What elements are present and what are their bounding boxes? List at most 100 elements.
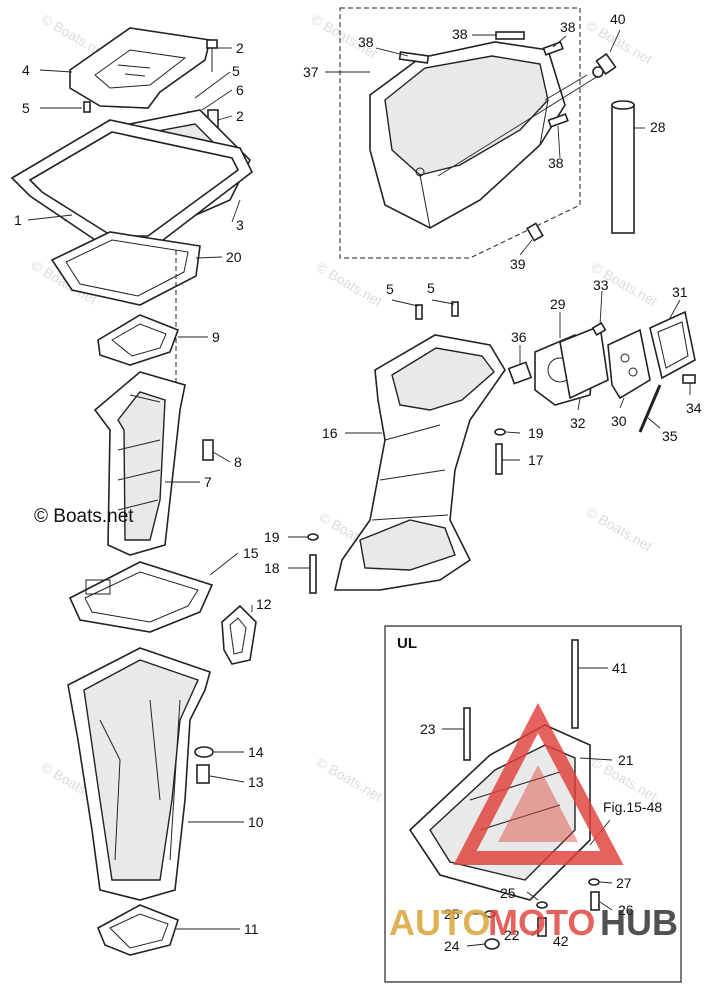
group-37-boundary [339, 7, 581, 259]
leader-lines [27, 29, 691, 947]
part-23-stud [463, 707, 471, 761]
callout: 3 [236, 217, 244, 233]
callout: 15 [243, 545, 259, 561]
callout: 4 [22, 62, 30, 78]
callout: 37 [303, 64, 319, 80]
callout: 5 [22, 100, 30, 116]
part-28-tube [611, 100, 635, 234]
part-38-grommet [495, 31, 525, 40]
callout: 28 [650, 119, 666, 135]
callout: 25 [444, 906, 460, 922]
callout: 7 [204, 474, 212, 490]
callout: 18 [264, 560, 280, 576]
callout: 30 [611, 413, 627, 429]
part-20-gasket [50, 231, 201, 306]
logo-triangle-icon [453, 702, 624, 865]
callout: 26 [618, 902, 634, 918]
callout: 20 [226, 249, 242, 265]
part-31-cover [649, 310, 696, 380]
callout: 19 [264, 529, 280, 545]
part-36-seal [507, 361, 533, 385]
part-8-bolt [202, 439, 214, 461]
part-19-washer [307, 533, 319, 541]
part-33-bolt [591, 321, 607, 337]
callout: 23 [420, 721, 436, 737]
part-5-pin [451, 301, 459, 317]
callout: 17 [528, 452, 544, 468]
callout: 38 [548, 155, 564, 171]
automotohub-logo: AUTO MOTO HUB [389, 702, 678, 943]
part-26-bolt [590, 891, 600, 911]
watermark: © Boats.net [314, 259, 386, 310]
part-38-grommet [542, 41, 564, 56]
part-12-bracket [221, 604, 257, 665]
part-5-pin [83, 101, 91, 113]
logo-text-moto: MOTO [488, 902, 595, 943]
callout: 2 [236, 40, 244, 56]
part-14-washer [194, 746, 214, 758]
callout: 1 [14, 212, 22, 228]
part-18-bolt [309, 554, 317, 594]
callout: 39 [510, 256, 526, 272]
callout: 42 [553, 933, 569, 949]
logo-text-auto: AUTO [389, 902, 490, 943]
part-10-upper-casing [67, 647, 211, 901]
part-25-washer [536, 901, 548, 909]
callout: 10 [248, 814, 264, 830]
callout: 27 [616, 875, 632, 891]
part-9-gasket [97, 314, 180, 366]
watermark: © Boats.net [314, 754, 386, 805]
part-3-seal [10, 119, 254, 251]
callout: 38 [560, 19, 576, 35]
part-37-cowl [369, 41, 566, 229]
callout: 34 [686, 400, 702, 416]
callout: 41 [612, 660, 628, 676]
logo-text-hub: HUB [600, 902, 678, 943]
part-38-grommet [547, 113, 569, 128]
part-16-drive-shaft-housing [333, 334, 506, 591]
inset-label: UL [397, 635, 417, 652]
callout: 2 [236, 108, 244, 124]
callout: 36 [511, 329, 527, 345]
part-17-bolt [495, 443, 503, 475]
part-4-plate [69, 27, 211, 109]
part-35-pipe [638, 384, 662, 433]
part-30-cover [607, 328, 651, 400]
part-38-grommet [398, 51, 430, 64]
callout: 19 [528, 425, 544, 441]
part-5-pin [415, 304, 423, 320]
callout: 25 [500, 885, 516, 901]
callout: 12 [256, 596, 272, 612]
inset-ul-frame [384, 625, 682, 983]
part-11-gasket [96, 904, 179, 956]
callout: 11 [244, 921, 259, 937]
callout: 9 [212, 329, 220, 345]
part-2-bolt [206, 39, 218, 72]
callout: 29 [550, 296, 566, 312]
callout: 16 [322, 425, 338, 441]
callout: 21 [618, 752, 634, 768]
logo-inner-icon [498, 765, 578, 842]
callout: 35 [662, 428, 678, 444]
callout: 8 [234, 454, 242, 470]
callout: Fig.15-48 [603, 799, 662, 815]
callout: 13 [248, 774, 264, 790]
part-7-exhaust-guide [93, 371, 186, 556]
callout: 31 [672, 284, 688, 300]
callout: 40 [610, 11, 626, 27]
part-32-gasket [559, 324, 609, 400]
callout: 24 [444, 938, 460, 954]
part-27-washer [588, 878, 600, 886]
copyright-text: © Boats.net [34, 506, 134, 527]
part-34-bolt [682, 374, 696, 384]
part-40-bolt [592, 52, 617, 78]
callout: 33 [593, 277, 609, 293]
part-19-washer [494, 428, 506, 436]
callout: 38 [358, 34, 374, 50]
callout: 14 [248, 744, 264, 760]
callout: 32 [570, 415, 586, 431]
callout: 5 [427, 280, 435, 296]
callout: 38 [452, 26, 468, 42]
